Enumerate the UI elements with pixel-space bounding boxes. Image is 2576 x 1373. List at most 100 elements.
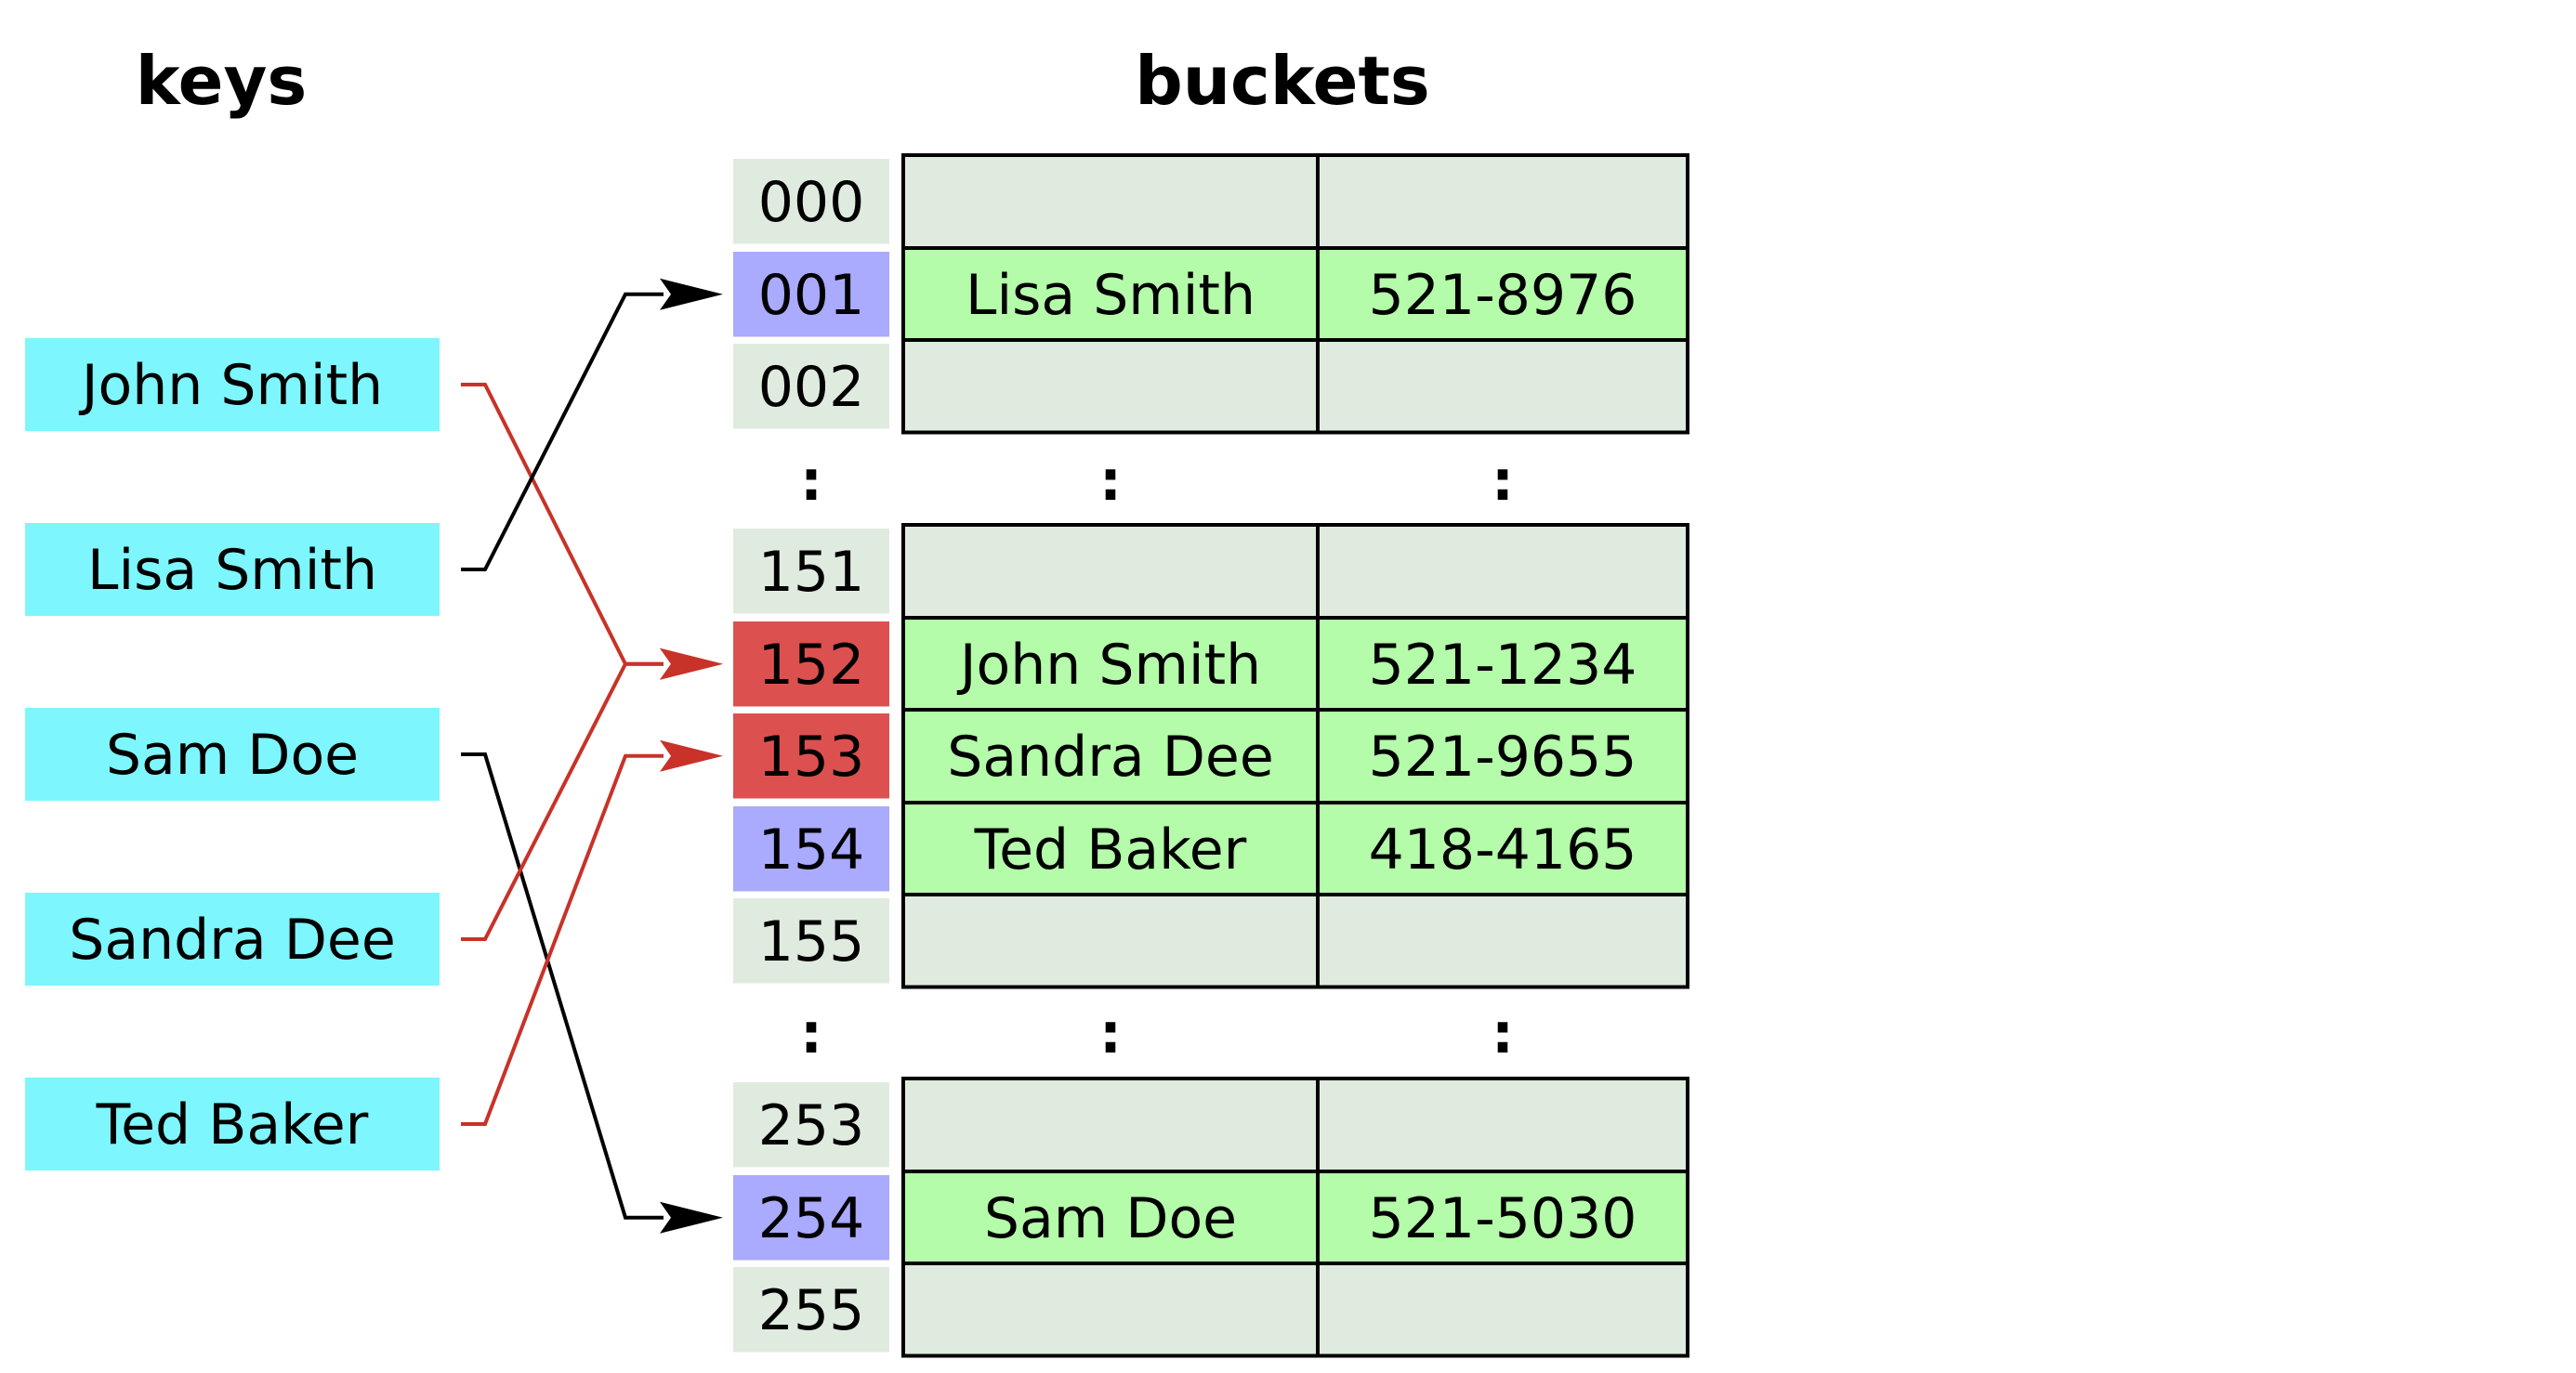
mapping-line bbox=[461, 661, 664, 941]
bucket-row: 002 bbox=[733, 340, 1688, 433]
key-label: Sandra Dee bbox=[69, 908, 396, 973]
entry-name: Sam Doe bbox=[984, 1186, 1237, 1251]
bucket-table-grid bbox=[901, 1077, 1689, 1358]
entry-phone: 521-8976 bbox=[1369, 263, 1637, 328]
table-border bbox=[901, 153, 1689, 435]
bucket-row: 153 Sandra Dee 521-9655 bbox=[733, 710, 1688, 803]
bucket-index: 151 bbox=[758, 540, 865, 605]
bucket-entry-cell bbox=[903, 803, 1688, 896]
bucket-index-cell bbox=[733, 621, 889, 707]
bucket-index: 153 bbox=[758, 725, 865, 790]
bucket-index: 255 bbox=[758, 1278, 865, 1343]
mapping-arrow bbox=[461, 739, 723, 1126]
bucket-entry-cell bbox=[903, 1263, 1688, 1356]
bucket-table-grid bbox=[901, 523, 1689, 989]
arrowhead bbox=[660, 278, 723, 310]
bucket-index: 154 bbox=[758, 817, 865, 883]
bucket-index: 000 bbox=[758, 170, 865, 235]
bucket-row: 253 bbox=[733, 1079, 1688, 1171]
keys-header: keys bbox=[136, 42, 308, 120]
bucket-entry-cell bbox=[903, 1079, 1688, 1171]
bucket-entry-cell bbox=[903, 525, 1688, 618]
bucket-table-grid bbox=[901, 153, 1689, 435]
bucket-index-cell bbox=[733, 1267, 889, 1353]
mapping-line bbox=[461, 753, 664, 1126]
bucket-index-cell bbox=[733, 529, 889, 614]
bucket-index-cell bbox=[733, 806, 889, 892]
bucket-row: 152 John Smith 521-1234 bbox=[733, 618, 1688, 711]
key-box bbox=[25, 338, 440, 431]
ellipsis-marker: : bbox=[800, 1001, 822, 1066]
mapping-arrow bbox=[461, 383, 723, 680]
ellipsis-marker: : bbox=[800, 449, 822, 514]
entry-name: John Smith bbox=[956, 633, 1261, 698]
key-label: Ted Baker bbox=[96, 1092, 369, 1157]
bucket-index-cell bbox=[733, 252, 889, 337]
bucket-entry-cell bbox=[903, 618, 1688, 711]
key-box bbox=[25, 893, 440, 986]
mapping-line bbox=[461, 292, 664, 571]
entry-name: Sandra Dee bbox=[947, 725, 1274, 790]
bucket-index-cell bbox=[733, 713, 889, 799]
entry-phone: 521-1234 bbox=[1369, 633, 1637, 698]
buckets-header: buckets bbox=[1135, 42, 1430, 120]
bucket-row: 155 bbox=[733, 895, 1688, 987]
table-border bbox=[901, 523, 1689, 989]
key-label: Sam Doe bbox=[106, 723, 359, 788]
key-item: Sam Doe bbox=[25, 708, 440, 801]
entry-phone: 521-9655 bbox=[1369, 725, 1637, 790]
entry-phone: 521-5030 bbox=[1369, 1186, 1637, 1251]
bucket-entry-cell bbox=[903, 155, 1688, 248]
entry-phone: 418-4165 bbox=[1369, 817, 1637, 883]
bucket-index-cell bbox=[733, 1175, 889, 1261]
mapping-line bbox=[461, 383, 664, 666]
arrowhead bbox=[660, 1201, 723, 1234]
bucket-index: 254 bbox=[758, 1186, 865, 1251]
table-border bbox=[901, 1077, 1689, 1358]
ellipsis-marker: : bbox=[1492, 449, 1514, 514]
mapping-arrow bbox=[461, 647, 723, 941]
mapping-lines bbox=[461, 278, 723, 1234]
key-item: Ted Baker bbox=[25, 1078, 440, 1170]
ellipsis-marker: : bbox=[1492, 1001, 1514, 1066]
buckets-table: 000 001 Lisa Smith 521-8976 002 151 152 John Sm… bbox=[733, 153, 1689, 1358]
key-item: Lisa Smith bbox=[25, 523, 440, 616]
bucket-entry-cell bbox=[903, 895, 1688, 987]
entry-name: Lisa Smith bbox=[966, 263, 1255, 328]
bucket-entry-cell bbox=[903, 710, 1688, 803]
bucket-index: 152 bbox=[758, 633, 865, 698]
bucket-row: 254 Sam Doe 521-5030 bbox=[733, 1171, 1688, 1264]
key-box bbox=[25, 1078, 440, 1170]
bucket-index: 155 bbox=[758, 909, 865, 974]
mapping-line bbox=[461, 752, 664, 1220]
ellipsis-marker: : bbox=[1099, 1001, 1122, 1066]
bucket-entry-cell bbox=[903, 1171, 1688, 1264]
bucket-index-cell bbox=[733, 344, 889, 429]
bucket-index-cell bbox=[733, 1082, 889, 1168]
bucket-row: 151 bbox=[733, 525, 1688, 618]
entry-name: Ted Baker bbox=[974, 817, 1247, 883]
key-box bbox=[25, 708, 440, 801]
arrowhead bbox=[660, 647, 723, 680]
bucket-row: 255 bbox=[733, 1263, 1688, 1356]
bucket-index-cell bbox=[733, 898, 889, 984]
key-box bbox=[25, 523, 440, 616]
bucket-index: 253 bbox=[758, 1093, 865, 1158]
key-label: Lisa Smith bbox=[87, 538, 377, 603]
key-label: John Smith bbox=[78, 353, 383, 418]
bucket-row: 000 bbox=[733, 155, 1688, 248]
bucket-entry-cell bbox=[903, 340, 1688, 433]
bucket-entry-cell bbox=[903, 248, 1688, 341]
arrowhead bbox=[660, 739, 723, 772]
bucket-index: 002 bbox=[758, 355, 865, 420]
key-item: Sandra Dee bbox=[25, 893, 440, 986]
bucket-row: 001 Lisa Smith 521-8976 bbox=[733, 248, 1688, 341]
mapping-arrow bbox=[461, 278, 723, 571]
bucket-index: 001 bbox=[758, 263, 865, 328]
ellipsis-rows: :::::: bbox=[800, 449, 1514, 1066]
bucket-index-cell bbox=[733, 159, 889, 244]
bucket-row: 154 Ted Baker 418-4165 bbox=[733, 803, 1688, 896]
